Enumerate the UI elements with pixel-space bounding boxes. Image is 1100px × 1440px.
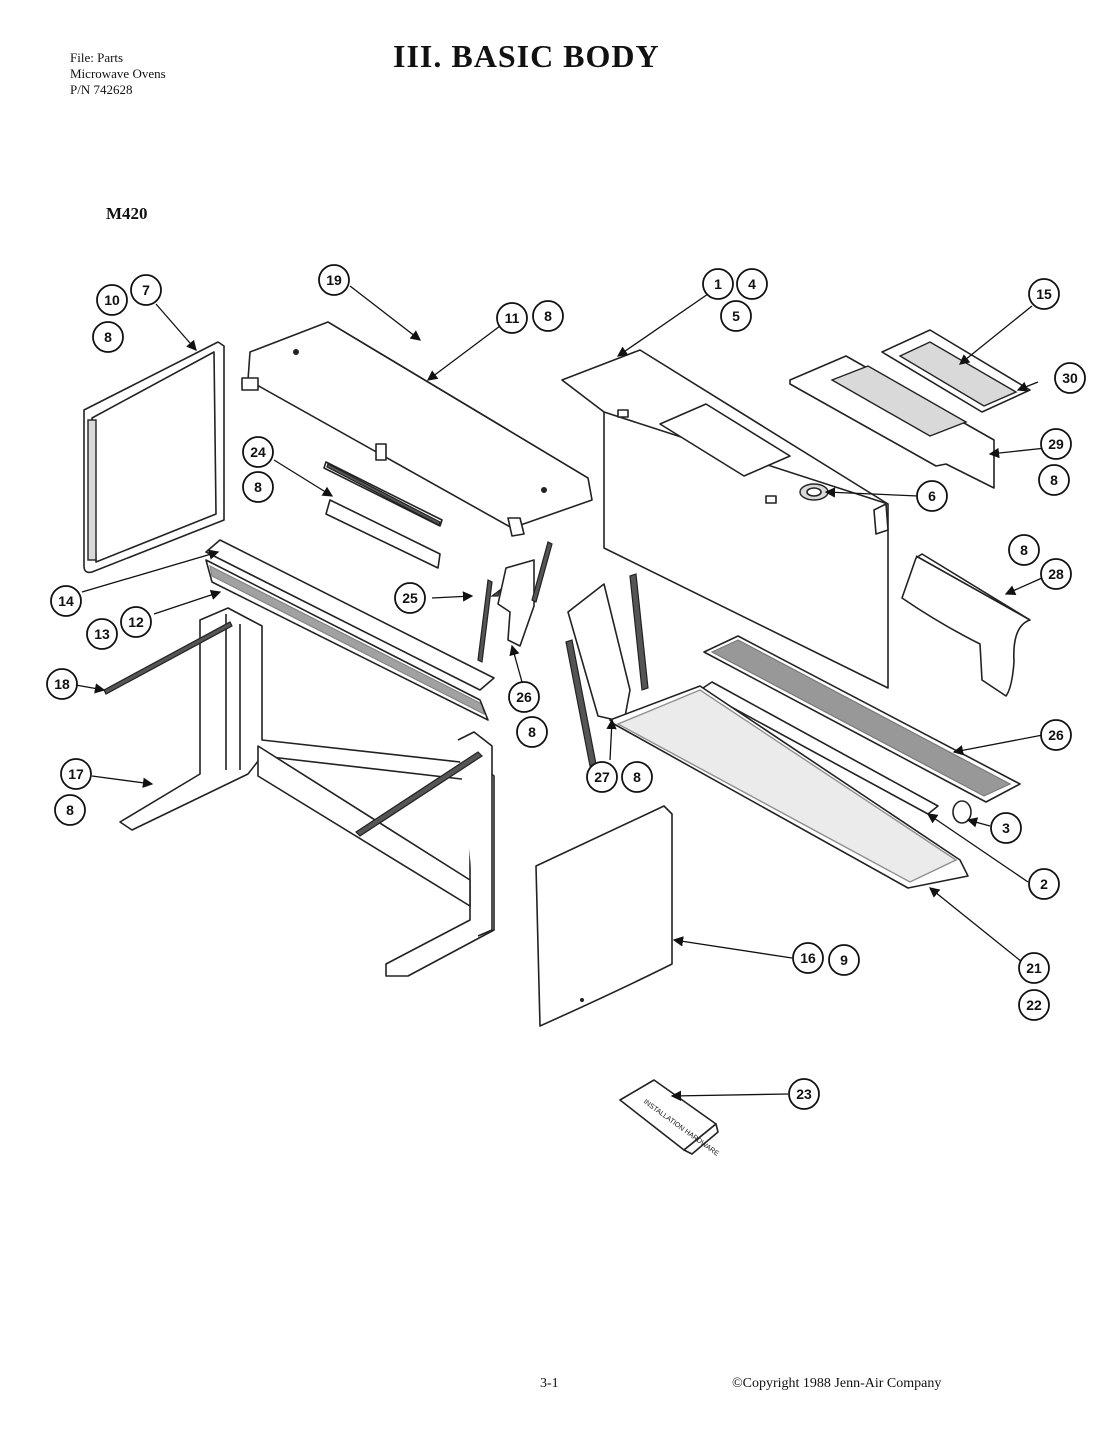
callout-12-label: 12	[128, 614, 144, 630]
callout-29-label: 29	[1048, 436, 1064, 452]
callout-14: 14	[50, 585, 82, 617]
leader-lines	[69, 285, 1049, 1102]
callout-8-a-label: 8	[104, 329, 112, 345]
front-door-panel	[535, 805, 673, 1027]
file-info-line1: File: Parts	[70, 50, 124, 65]
callout-13: 13	[86, 618, 118, 650]
callout-12: 12	[120, 606, 152, 638]
callout-22-label: 22	[1026, 997, 1042, 1013]
callout-6: 6	[916, 480, 948, 512]
callout-8-h-label: 8	[633, 769, 641, 785]
callout-8-g-label: 8	[66, 802, 74, 818]
callout-8-d: 8	[242, 471, 274, 503]
callout-16: 16	[792, 942, 824, 974]
callout-26-b-label: 26	[1048, 727, 1064, 743]
callout-25-label: 25	[402, 590, 418, 606]
model-label: M420	[106, 204, 148, 223]
callout-9-label: 9	[840, 952, 848, 968]
callout-21: 21	[1018, 952, 1050, 984]
callout-30-label: 30	[1062, 370, 1078, 386]
callout-8-e-label: 8	[1020, 542, 1028, 558]
callout-2-label: 2	[1040, 876, 1048, 892]
callout-8-d-label: 8	[254, 479, 262, 495]
callout-23-label: 23	[796, 1086, 812, 1102]
callout-25: 25	[394, 582, 426, 614]
page-title: III. BASIC BODY	[393, 38, 660, 74]
callout-17-label: 17	[68, 766, 84, 782]
callout-8-e: 8	[1008, 534, 1040, 566]
callout-6-label: 6	[928, 488, 936, 504]
callout-24: 24	[242, 436, 274, 468]
callout-8-b-label: 8	[544, 308, 552, 324]
left-side-panel	[83, 341, 225, 574]
callout-7-label: 7	[142, 282, 150, 298]
callout-8-c-label: 8	[1050, 472, 1058, 488]
bracket-strip	[323, 461, 443, 569]
file-info: File: Parts Microwave Ovens P/N 742628	[70, 50, 166, 98]
callout-26-a-label: 26	[516, 689, 532, 705]
callout-27: 27	[586, 761, 618, 793]
callout-5-label: 5	[732, 308, 740, 324]
callout-4: 4	[736, 268, 768, 300]
callout-3-label: 3	[1002, 820, 1010, 836]
callout-8-c: 8	[1038, 464, 1070, 496]
top-cabinet-panel	[241, 321, 593, 537]
callout-19: 19	[318, 264, 350, 296]
deflector-plate	[901, 553, 1031, 697]
lower-cabinet-frame	[119, 607, 495, 977]
small-brackets	[477, 541, 553, 663]
callout-16-label: 16	[800, 950, 816, 966]
vent-front-frame	[205, 539, 495, 721]
file-info-line3: P/N 742628	[70, 82, 133, 97]
callout-1-label: 1	[714, 276, 722, 292]
center-side-bracket	[565, 573, 649, 767]
callout-15-label: 15	[1036, 286, 1052, 302]
callout-8-b: 8	[532, 300, 564, 332]
callout-9: 9	[828, 944, 860, 976]
callout-1: 1	[702, 268, 734, 300]
callout-8-h: 8	[621, 761, 653, 793]
callout-8-g: 8	[54, 794, 86, 826]
callout-4-label: 4	[748, 276, 756, 292]
callout-28: 28	[1040, 558, 1072, 590]
callout-26-a: 26	[508, 681, 540, 713]
callout-28-label: 28	[1048, 566, 1064, 582]
callout-8-a: 8	[92, 321, 124, 353]
callout-15: 15	[1028, 278, 1060, 310]
callout-11: 11	[496, 302, 528, 334]
callout-7: 7	[130, 274, 162, 306]
callout-30: 30	[1054, 362, 1086, 394]
callout-8-f: 8	[516, 716, 548, 748]
callout-5: 5	[720, 300, 752, 332]
callout-23: 23	[788, 1078, 820, 1110]
callout-10: 10	[96, 284, 128, 316]
top-cover-and-filter	[789, 329, 1031, 489]
callout-11-label: 11	[505, 310, 520, 326]
callout-17: 17	[60, 758, 92, 790]
callout-18-label: 18	[54, 676, 70, 692]
tube-knob-and-trim	[609, 681, 972, 889]
back-wrap-panel	[561, 349, 889, 689]
support-rod	[103, 621, 233, 695]
callout-2: 2	[1028, 868, 1060, 900]
callout-27-label: 27	[594, 769, 610, 785]
vent-grille	[703, 635, 1021, 803]
file-info-line2: Microwave Ovens	[70, 66, 166, 81]
callout-24-label: 24	[250, 444, 266, 460]
callout-3: 3	[990, 812, 1022, 844]
callout-21-label: 21	[1026, 960, 1042, 976]
callout-26-b: 26	[1040, 719, 1072, 751]
callout-10-label: 10	[104, 292, 120, 308]
callout-22: 22	[1018, 989, 1050, 1021]
callout-13-label: 13	[94, 626, 110, 642]
callout-8-f-label: 8	[528, 724, 536, 740]
callout-18: 18	[46, 668, 78, 700]
callout-19-label: 19	[326, 272, 342, 288]
page-number: 3-1	[540, 1376, 559, 1391]
callout-14-label: 14	[58, 593, 74, 609]
callout-29: 29	[1040, 428, 1072, 460]
copyright-notice: ©Copyright 1988 Jenn-Air Company	[732, 1376, 942, 1391]
installation-hardware-package: INSTALLATION HARDWARE	[619, 1079, 720, 1158]
